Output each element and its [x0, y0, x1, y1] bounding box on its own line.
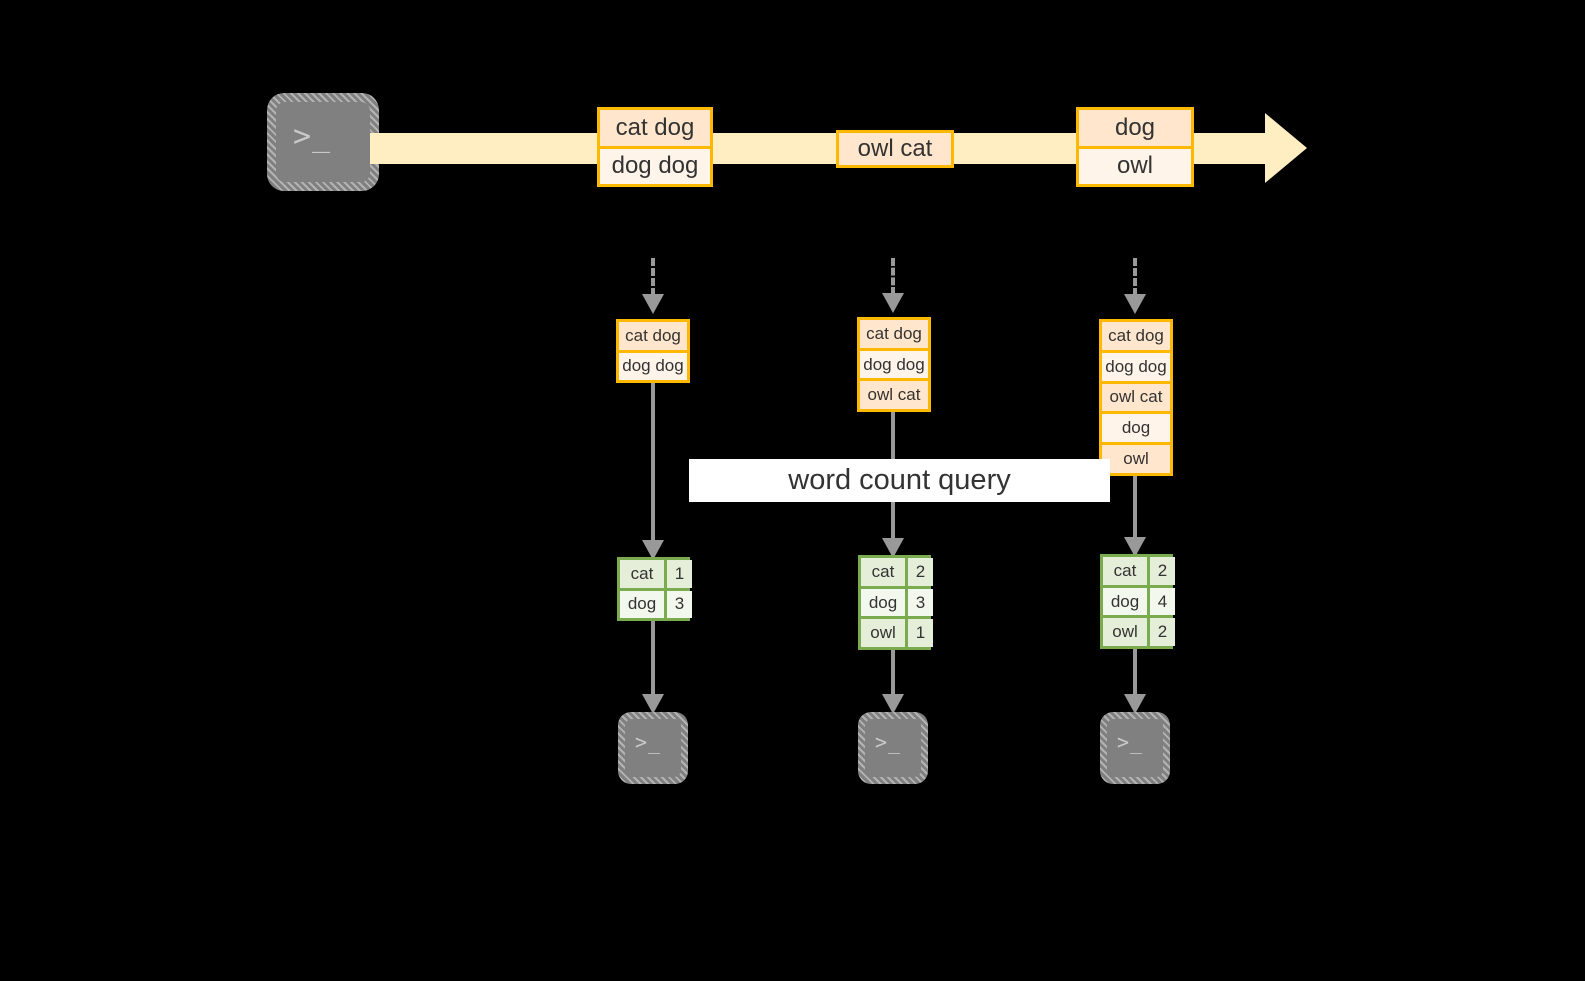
snapshot-1-query-connector	[651, 383, 655, 558]
snapshot-1-sink-arrowhead-icon	[642, 694, 664, 714]
stream-band-segment-3	[950, 133, 1078, 164]
snapshot-1-trigger-connector	[651, 258, 655, 296]
snapshot-1-result-table: cat 1 dog 3	[617, 557, 692, 621]
count-cell: 2	[1147, 618, 1175, 647]
query-label: word count query	[689, 459, 1110, 502]
snapshot-3-sink-terminal-icon: >_	[1100, 712, 1170, 784]
snapshot-2-query-arrowhead-icon	[882, 538, 904, 558]
word-cell: owl	[861, 619, 905, 648]
table-row: dog 3	[620, 587, 692, 618]
stream-arrowhead-icon	[1265, 113, 1307, 183]
terminal-prompt-glyph: >_	[635, 730, 662, 754]
record-line: dog	[1079, 110, 1191, 146]
snapshot-1-input-stack: cat dog dog dog	[616, 319, 690, 383]
word-cell: cat	[861, 558, 905, 586]
count-cell: 1	[664, 560, 692, 588]
table-row: cat 2	[1103, 557, 1175, 585]
snapshot-3-query-connector	[1133, 476, 1137, 556]
record-line: owl	[1079, 145, 1191, 184]
stream-record-1: cat dog dog dog	[597, 107, 713, 187]
count-cell: 4	[1147, 587, 1175, 616]
terminal-prompt-glyph: >_	[1117, 730, 1144, 754]
count-cell: 3	[905, 588, 933, 617]
terminal-screen	[625, 719, 681, 777]
word-cell: cat	[1103, 557, 1147, 585]
word-cell: dog	[1103, 587, 1147, 616]
word-cell: cat	[620, 560, 664, 588]
terminal-prompt-glyph: >_	[293, 119, 332, 154]
snapshot-1-query-arrowhead-icon	[642, 540, 664, 560]
record-line: dog dog	[600, 145, 710, 184]
count-cell: 3	[664, 590, 692, 618]
stream-band-segment-4	[1192, 133, 1267, 164]
snapshot-3-sink-arrowhead-icon	[1124, 694, 1146, 714]
input-line: dog dog	[860, 347, 928, 379]
input-line: dog dog	[1102, 349, 1170, 381]
input-line: cat dog	[1102, 322, 1170, 350]
snapshot-1-sink-connector	[651, 621, 655, 701]
word-cell: dog	[861, 588, 905, 617]
terminal-screen	[276, 102, 370, 182]
count-cell: 1	[905, 619, 933, 648]
count-cell: 2	[1147, 557, 1175, 585]
snapshot-2-result-table: cat 2 dog 3 owl 1	[858, 555, 933, 650]
word-cell: dog	[620, 590, 664, 618]
table-row: cat 1	[620, 560, 692, 588]
snapshot-2-trigger-connector	[891, 258, 895, 295]
terminal-screen	[865, 719, 921, 777]
snapshot-1-trigger-arrowhead-icon	[642, 294, 664, 314]
terminal-screen	[1107, 719, 1163, 777]
record-line: owl cat	[839, 133, 951, 165]
snapshot-3-result-table: cat 2 dog 4 owl 2	[1100, 554, 1175, 649]
snapshot-2-sink-arrowhead-icon	[882, 694, 904, 714]
input-line: dog dog	[619, 349, 687, 380]
snapshot-2-input-stack: cat dog dog dog owl cat	[857, 317, 931, 412]
snapshot-3-sink-connector	[1133, 649, 1137, 702]
table-row: cat 2	[861, 558, 933, 586]
input-line: owl cat	[1102, 380, 1170, 412]
snapshot-3-input-stack: cat dog dog dog owl cat dog owl	[1099, 319, 1173, 476]
input-line: owl cat	[860, 378, 928, 410]
table-row: owl 1	[861, 616, 933, 648]
table-row: dog 3	[861, 585, 933, 617]
table-row: owl 2	[1103, 615, 1175, 647]
stream-band-segment-1	[370, 133, 602, 164]
word-cell: owl	[1103, 618, 1147, 647]
snapshot-3-trigger-connector	[1133, 258, 1137, 296]
record-line: cat dog	[600, 110, 710, 146]
input-line: owl	[1102, 442, 1170, 473]
input-line: cat dog	[619, 322, 687, 350]
snapshot-3-query-arrowhead-icon	[1124, 537, 1146, 557]
source-terminal-icon: >_	[267, 93, 379, 191]
snapshot-2-trigger-arrowhead-icon	[882, 293, 904, 313]
count-cell: 2	[905, 558, 933, 586]
snapshot-1-sink-terminal-icon: >_	[618, 712, 688, 784]
input-line: cat dog	[860, 320, 928, 348]
stream-band-segment-2	[710, 133, 840, 164]
stream-record-2: owl cat	[836, 130, 954, 168]
snapshot-3-trigger-arrowhead-icon	[1124, 294, 1146, 314]
snapshot-2-sink-connector	[891, 650, 895, 702]
stream-record-3: dog owl	[1076, 107, 1194, 187]
input-line: dog	[1102, 411, 1170, 443]
table-row: dog 4	[1103, 584, 1175, 616]
snapshot-2-sink-terminal-icon: >_	[858, 712, 928, 784]
terminal-prompt-glyph: >_	[875, 730, 902, 754]
